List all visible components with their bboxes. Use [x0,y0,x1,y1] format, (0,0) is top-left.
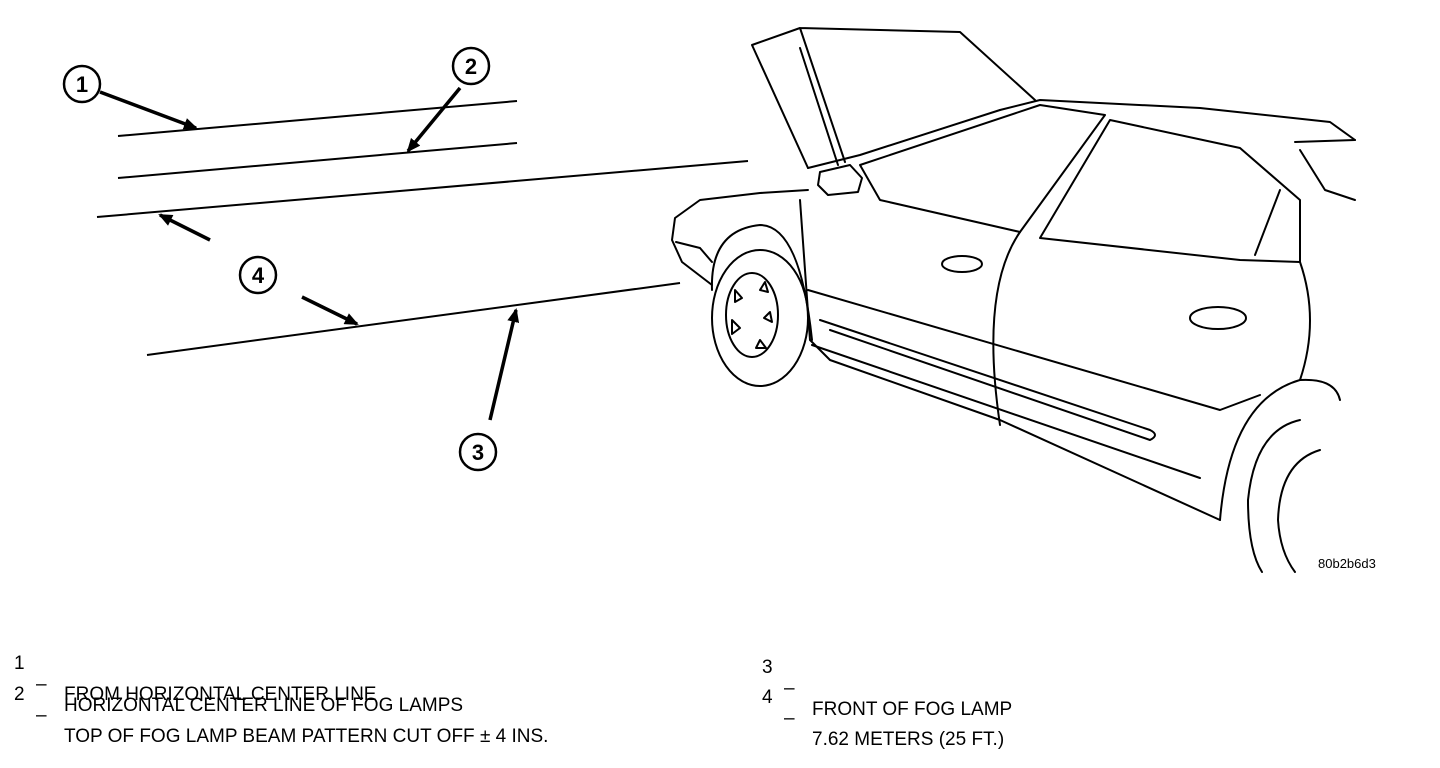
arrow-3 [488,308,520,421]
body-side [799,199,1221,521]
door-seam [992,231,1021,426]
legend-dash: – [784,678,795,699]
legend-number: 2 [14,684,25,705]
arrow-4-right [301,295,359,326]
front-hubcap [725,272,779,358]
legend-text-continued: FROM HORIZONTAL CENTER LINE [64,684,377,705]
rear-wheel-arch [1219,378,1341,521]
legend-dash: – [36,674,47,695]
legend-text: TOP OF FOG LAMP BEAM PATTERN CUT OFF ± 4… [64,726,549,747]
windshield [859,104,1106,233]
figure-code: 80b2b6d3 [1318,556,1376,571]
legend-number: 1 [14,653,25,674]
fog-lamp-aim-diagram: 1 2 3 4 [62,27,1356,573]
arrow-4-left [158,213,211,242]
callout-3-label: 3 [472,440,484,465]
leader-arrows [99,86,520,421]
legend-item-4: 4 – 7.62 METERS (25 FT.) [762,666,1004,750]
legend-text: 7.62 METERS (25 FT.) [812,729,1005,750]
legend-dash: – [784,708,795,729]
arrow-1 [99,90,198,130]
car-illustration [671,27,1356,573]
callout-1-label: 1 [76,72,88,97]
ground-line [146,282,681,356]
legend-dash: – [36,705,47,726]
front-fender [671,189,809,286]
open-hood [751,27,1036,169]
callout-2: 2 [451,46,491,86]
callout-2-label: 2 [465,54,477,79]
legend-item-2: 2 – TOP OF FOG LAMP BEAM PATTERN CUT OFF… [14,663,548,768]
callout-3: 3 [458,432,498,472]
rear-door-handle [1189,306,1247,330]
beam-cutoff-line [117,142,518,179]
front-wheel-arch [710,224,813,341]
wall-base-line [96,160,749,218]
legend-number: 3 [762,657,773,678]
front-door-handle [941,255,983,273]
horizontal-center-line [117,100,518,137]
arrow-2 [406,86,462,153]
callout-4-label: 4 [252,263,265,288]
roof [999,99,1356,141]
front-wheel [711,249,809,387]
side-mirror [817,164,863,196]
callout-4: 4 [238,255,278,295]
callout-1: 1 [62,64,102,104]
rear-wheel [1247,419,1301,573]
screen-lines [96,100,749,356]
legend-number: 4 [762,687,773,708]
